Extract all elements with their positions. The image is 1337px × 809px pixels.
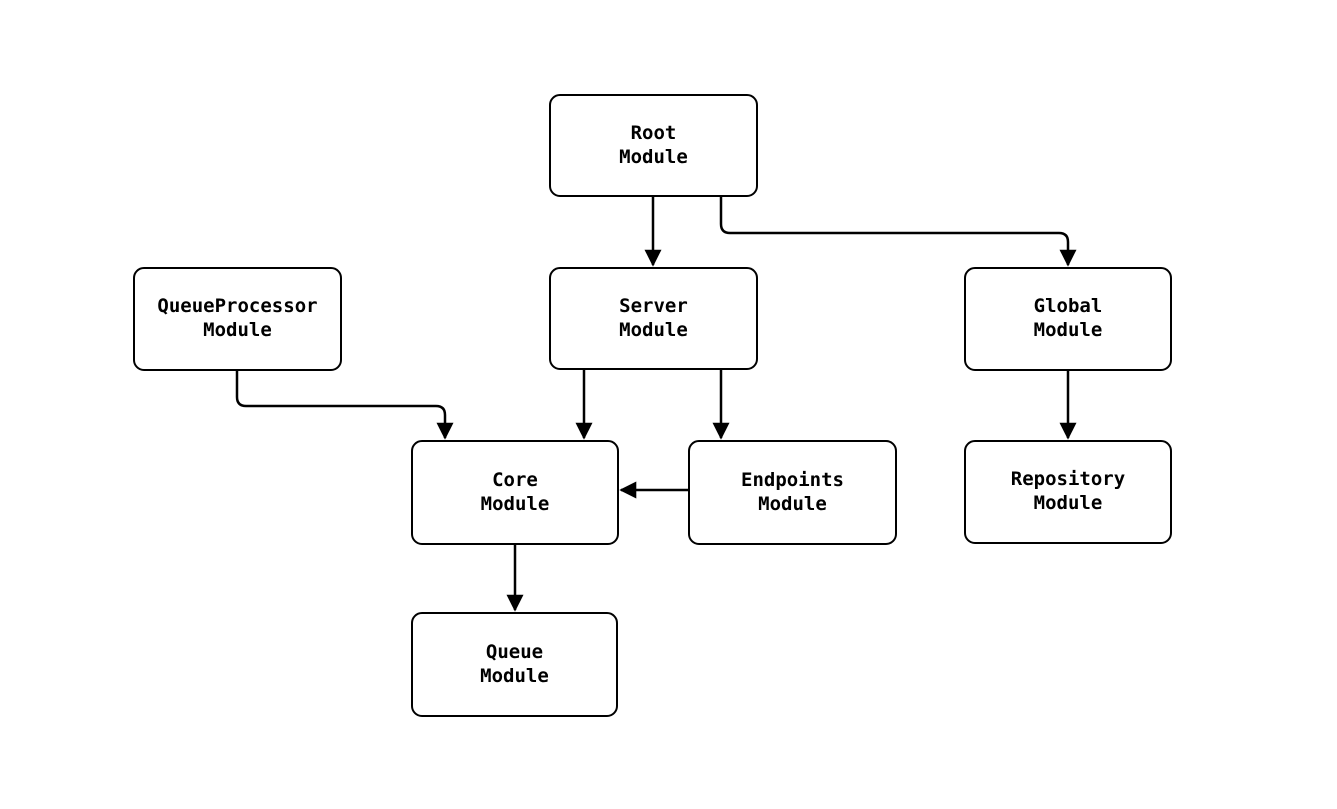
node-label-global: Global Module <box>1033 295 1103 341</box>
node-root: Root Module <box>549 94 758 197</box>
node-label-server: Server Module <box>619 294 688 341</box>
node-label-core: Core Module <box>480 468 550 515</box>
edge-group <box>235 197 1077 612</box>
node-queue: Queue Module <box>411 612 618 717</box>
edge-root-to-global <box>719 197 1077 267</box>
edge-queueprocessor-to-core <box>235 371 454 440</box>
node-repository: Repository Module <box>964 440 1172 544</box>
node-server: Server Module <box>549 267 758 370</box>
node-label-root: Root Module <box>619 121 688 168</box>
node-global: Global Module <box>964 267 1172 371</box>
node-label-repository: Repository Module <box>1010 468 1126 514</box>
node-label-queue: Queue Module <box>480 640 549 687</box>
node-core: Core Module <box>411 440 619 545</box>
node-label-queueprocessor: QueueProcessor Module <box>157 295 318 341</box>
node-queueprocessor: QueueProcessor Module <box>133 267 342 371</box>
node-label-endpoints: Endpoints Module <box>741 468 844 515</box>
node-endpoints: Endpoints Module <box>688 440 897 545</box>
